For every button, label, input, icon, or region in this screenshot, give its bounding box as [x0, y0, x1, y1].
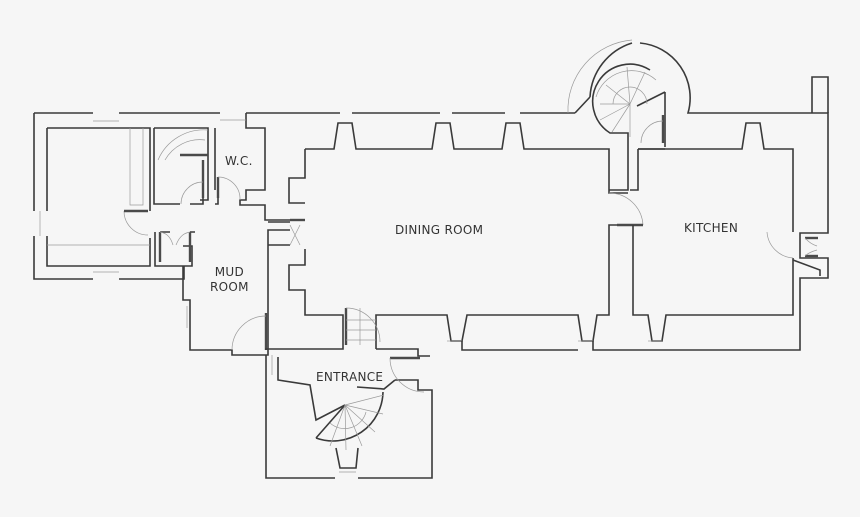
room-label-mud-room: MUD ROOM [210, 265, 249, 294]
west-room-walls [33, 112, 185, 280]
spiral-stair-tower [567, 39, 745, 191]
dining-room-walls [246, 112, 644, 357]
mud-room-walls [154, 229, 290, 356]
kitchen-walls [461, 76, 829, 351]
entrance-walls [265, 355, 433, 479]
room-label-kitchen: KITCHEN [684, 221, 739, 235]
room-label-dining: DINING ROOM [395, 223, 484, 237]
room-label-entrance: ENTRANCE [316, 370, 384, 384]
stair-wc-block [153, 112, 290, 221]
room-label-wc: W.C. [225, 154, 253, 168]
